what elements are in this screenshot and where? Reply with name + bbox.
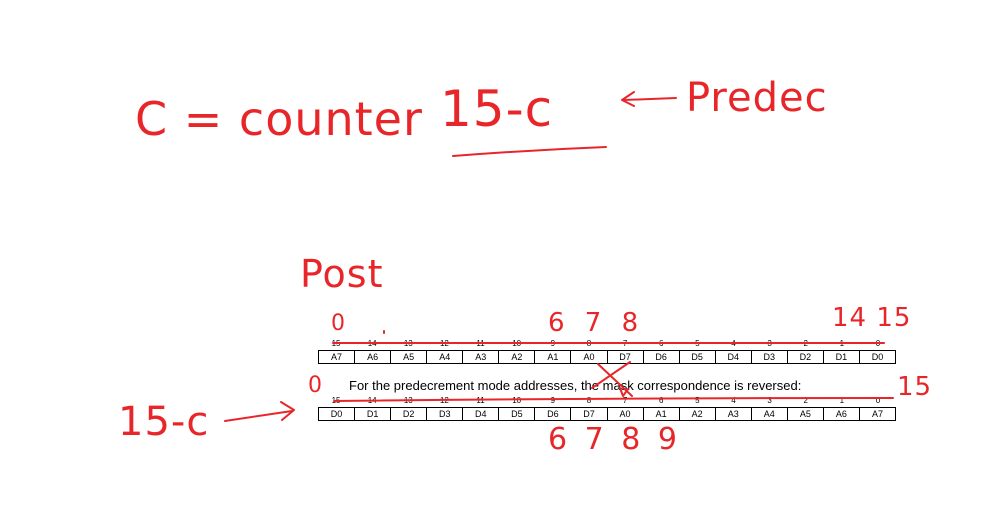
table-row: A7 A6 A5 A4 A3 A2 A1 A0 D7 D6 D5 D4 D3 D…	[317, 350, 897, 364]
predec-label: Predec	[686, 75, 828, 121]
register-cell: D5	[678, 350, 716, 364]
cross-mark-icon	[591, 361, 633, 397]
bottom-left-arrow-icon	[224, 401, 295, 422]
register-cell: D3	[426, 407, 464, 421]
bit-number: 2	[803, 396, 808, 405]
register-cell: A7	[858, 407, 897, 421]
bit-number: 6	[658, 396, 664, 405]
bit-number: 9	[550, 396, 556, 405]
top-right-indices: 14 15	[832, 303, 912, 333]
underline-stroke	[452, 146, 607, 157]
register-cell: D4	[462, 407, 500, 421]
register-cell: D0	[858, 350, 897, 364]
bottom-left-expression: 15-c	[118, 399, 210, 445]
bit-number: 8	[586, 396, 592, 405]
pre-register-mask-table: D0 D1 D2 D3 D4 D5 D6 D7 A0 A1 A2 A3 A4 A…	[317, 407, 897, 421]
register-cell: A0	[570, 350, 608, 364]
post-label: Post	[300, 252, 384, 296]
bottom-left-index: 0	[308, 373, 323, 398]
register-cell: A3	[714, 407, 752, 421]
register-cell: D7	[570, 407, 608, 421]
bit-number: 1	[839, 396, 845, 405]
bottom-middle-indices: 6 7 8 9	[548, 422, 681, 457]
bit-number: 4	[731, 396, 736, 405]
post-register-mask-table: A7 A6 A5 A4 A3 A2 A1 A0 D7 D6 D5 D4 D3 D…	[317, 350, 897, 364]
table-row: D0 D1 D2 D3 D4 D5 D6 D7 A0 A1 A2 A3 A4 A…	[317, 407, 897, 421]
bit-number: 5	[695, 396, 700, 405]
register-cell: D4	[714, 350, 752, 364]
predec-arrow-icon	[621, 91, 677, 107]
bit-number: 7	[622, 396, 628, 405]
pre-strike-line	[333, 397, 894, 402]
bit-number: 10	[512, 396, 522, 405]
register-cell: D1	[354, 407, 392, 421]
bit-number: 0	[875, 396, 881, 405]
bottom-right-index: 15	[897, 372, 933, 402]
predec-expression: 15-c	[440, 80, 554, 138]
register-cell: A5	[786, 407, 824, 421]
formula-annotation: C = counter	[135, 92, 423, 146]
top-left-index: 0	[331, 311, 346, 336]
predecrement-caption: For the predecrement mode addresses, the…	[349, 378, 802, 393]
register-cell: D5	[498, 407, 536, 421]
top-middle-indices: 6 7 8	[548, 308, 645, 338]
register-cell: A7	[317, 350, 356, 364]
register-cell: A4	[750, 407, 788, 421]
bit-number: 3	[767, 396, 772, 405]
